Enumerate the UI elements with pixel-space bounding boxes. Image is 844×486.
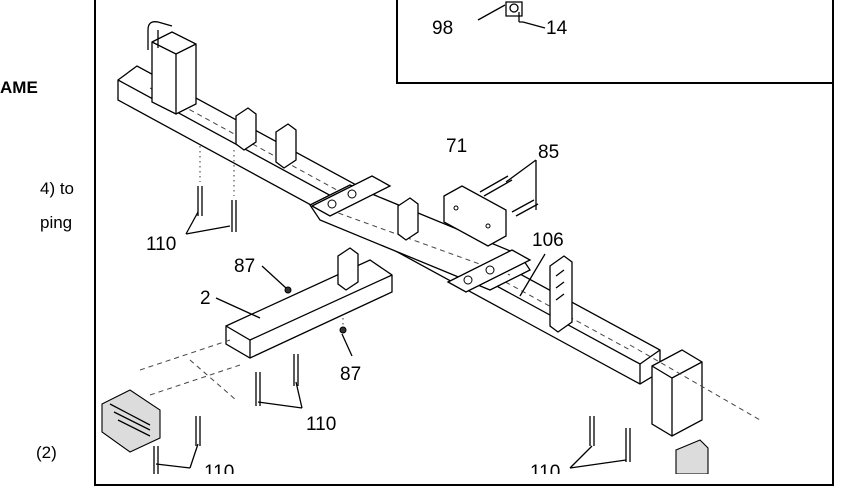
callout-71: 71 (446, 136, 467, 157)
nuts-87 (284, 286, 347, 334)
instruction-text-fragment-2: ping (40, 213, 73, 232)
hitch-post (147, 21, 197, 115)
toolbar-assembly-diagram: 98 14 71 85 106 110 87 2 87 110 110 110 (101, 1, 761, 474)
hitch-tongue (101, 339, 241, 453)
callout-110-upper-left: 110 (146, 234, 176, 255)
section-heading-fragment: AME (0, 78, 38, 97)
callout-98: 98 (432, 18, 453, 39)
quantity-text-fragment: (2) (36, 443, 57, 462)
callout-110-center: 110 (306, 414, 336, 435)
leader-lines (155, 159, 627, 469)
cross-beam (309, 184, 531, 291)
callout-85: 85 (538, 142, 559, 163)
callout-110-lower-right: 110 (530, 462, 560, 474)
callout-87-lower: 87 (340, 364, 361, 385)
detail-inset-box (396, 0, 834, 84)
bolts-110 (153, 146, 631, 474)
callout-14: 14 (546, 18, 568, 39)
callout-87-upper: 87 (234, 256, 255, 277)
right-receiver (629, 344, 761, 474)
inset-hardware-drawing (477, 1, 546, 29)
callout-2: 2 (200, 288, 211, 309)
mounting-plates (310, 175, 532, 293)
bolts-85 (479, 175, 539, 217)
beam-brackets (235, 107, 573, 333)
plate-71 (443, 185, 507, 247)
callout-labels: 98 14 71 85 106 110 87 2 87 110 110 110 (146, 18, 568, 474)
instruction-text-fragment-1: 4) to (40, 179, 75, 198)
callout-106: 106 (532, 230, 564, 251)
callout-110-lower-left: 110 (204, 462, 234, 474)
